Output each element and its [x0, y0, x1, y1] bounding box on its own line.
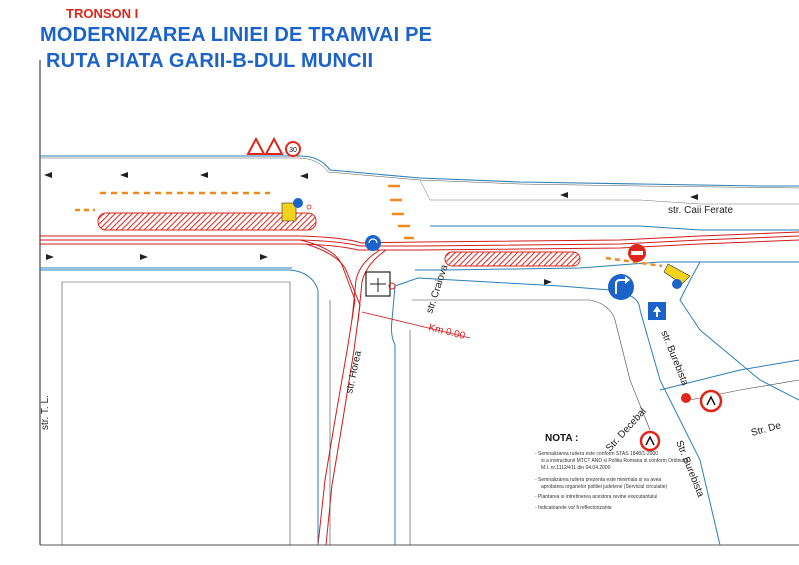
note-line-3: M.I. nr.1112/411 din 04.04.2000 — [541, 465, 611, 471]
warning-signs-top: 30 — [246, 136, 301, 157]
note-line-5: aprobarea organelor politiei judetene (S… — [541, 484, 668, 490]
title-line-2: RUTA PIATA GARII-B-DUL MUNCII — [46, 50, 374, 72]
note-line-4: - Semnalizarea rutiera prezenta este min… — [535, 477, 661, 483]
tram-island-right — [444, 251, 581, 267]
note-title: NOTA : — [545, 433, 578, 444]
turn-right-sign — [608, 274, 634, 300]
street-label-craiova: str. Craiova — [424, 263, 450, 315]
tronson-label: TRONSON I — [66, 6, 139, 21]
barriers — [75, 184, 663, 268]
tram-island-left — [97, 212, 317, 231]
note-line-1: - Semnalizarea rutiera este conform STAS… — [535, 451, 658, 457]
km-line — [361, 311, 471, 339]
one-way-sign — [648, 302, 666, 320]
upper-curb-inner — [40, 157, 799, 189]
work-zone-sign-right — [663, 263, 691, 289]
speed-limit-text: 30 — [289, 147, 297, 154]
tram-stop-marker — [365, 271, 396, 297]
title-block: TRONSON I MODERNIZAREA LINIEI DE TRAMVAI… — [0, 0, 799, 80]
km-marker-label: Km 0.00 — [427, 322, 466, 342]
no-turn-signs — [639, 389, 723, 452]
block-outlines — [61, 281, 799, 546]
upper-curb — [40, 155, 799, 187]
title-line-1: MODERNIZAREA LINIEI DE TRAMVAI PE — [40, 24, 433, 46]
note-block: NOTA : - Semnalizarea rutiera este confo… — [535, 433, 688, 511]
road-edges — [40, 225, 799, 546]
direction-arrows — [44, 172, 698, 285]
note-line-7: - Indicatoarele vor fi reflectorizante — [535, 505, 612, 511]
note-line-6: - Plantarea si intretinerea acestora rev… — [535, 494, 657, 500]
no-entry-sign — [628, 244, 646, 262]
tram-tracks — [40, 231, 799, 546]
street-label-burebista: str. Burebista — [658, 329, 690, 388]
street-label-left: str. T. L. — [40, 395, 51, 430]
upper-sidewalk — [419, 179, 799, 205]
street-label-horea: str. Horea — [344, 350, 364, 395]
street-label-de: Str. De — [750, 420, 783, 439]
roundabout-sign — [365, 235, 381, 251]
street-label-caii-ferate: str. Caii Ferate — [668, 205, 733, 216]
work-zone-sign-left — [281, 198, 312, 222]
street-label-burebista-lower: Str. Burebista — [673, 439, 706, 499]
note-line-2: si a instructiunii MTCT AND si Politia R… — [541, 458, 688, 464]
